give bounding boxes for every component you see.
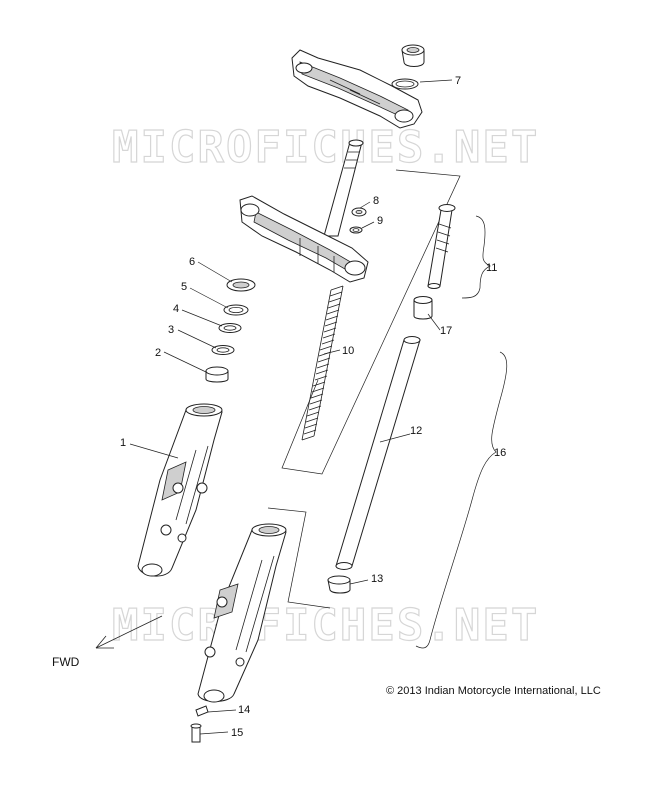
lower-frame	[267, 507, 331, 609]
fwd-label: FWD	[52, 655, 80, 669]
callout-17: 17	[440, 325, 452, 337]
callout-13: 13	[371, 573, 383, 585]
callout-1: 1	[120, 437, 126, 449]
watermark-top: MICROFICHES.NET	[112, 122, 539, 173]
damper-rod	[427, 204, 456, 289]
screw-14	[195, 705, 209, 717]
forward-direction-arrow	[95, 615, 163, 649]
callout-11: 11	[486, 262, 497, 274]
fork-slider-right	[197, 523, 287, 703]
callout-12: 12	[410, 425, 422, 437]
bolt-15	[190, 723, 202, 743]
callout-4: 4	[173, 303, 179, 315]
callout-16: 16	[494, 447, 506, 459]
callout-9: 9	[377, 215, 383, 227]
bracket-11	[461, 215, 491, 299]
bushing-17	[413, 296, 433, 320]
upper-triple-clamp	[291, 49, 423, 129]
bearing-stack	[205, 278, 256, 383]
spring-frame	[281, 169, 461, 475]
cap-13	[327, 575, 351, 594]
fork-slider-left	[137, 403, 223, 577]
callout-14: 14	[238, 704, 250, 716]
washer-9	[349, 226, 363, 234]
lower-triple-clamp	[239, 195, 369, 283]
callout-10: 10	[342, 345, 354, 357]
fork-tube	[335, 336, 421, 570]
leader-lines	[129, 79, 453, 735]
watermark-bottom: MICROFICHES.NET	[112, 600, 539, 651]
top-nut-bushing	[391, 44, 425, 90]
steering-stem	[323, 139, 364, 237]
bracket-16	[415, 351, 508, 649]
callout-15: 15	[231, 727, 243, 739]
callout-3: 3	[168, 324, 174, 336]
callout-5: 5	[181, 281, 187, 293]
callout-7: 7	[455, 75, 461, 87]
fork-spring	[301, 285, 344, 441]
copyright-notice: © 2013 Indian Motorcycle International, …	[386, 685, 601, 697]
callout-6: 6	[189, 256, 195, 268]
callout-8: 8	[373, 195, 379, 207]
callout-2: 2	[155, 347, 161, 359]
